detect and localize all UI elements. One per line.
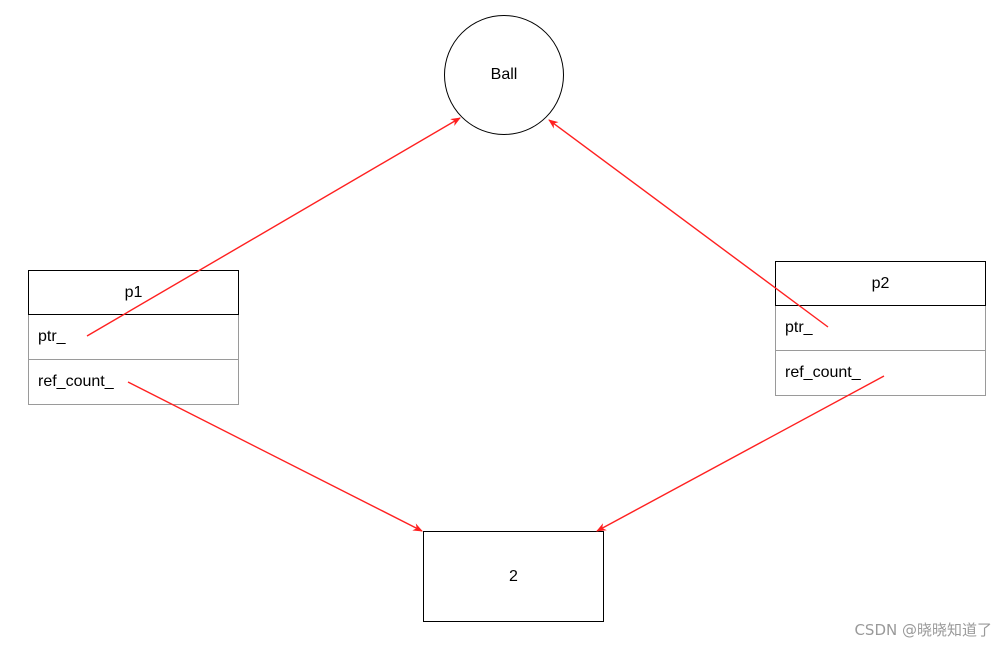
p2-struct: p2 ptr_ ref_count_ bbox=[775, 261, 986, 396]
p2-ref-count-label: ref_count_ bbox=[785, 364, 861, 381]
p1-ref-count-field: ref_count_ bbox=[28, 360, 239, 405]
ball-node: Ball bbox=[444, 15, 564, 135]
p1-struct: p1 ptr_ ref_count_ bbox=[28, 270, 239, 405]
p1-ptr-field: ptr_ bbox=[28, 315, 239, 360]
p1-header: p1 bbox=[28, 270, 239, 315]
arrow-p2-refcount-to-box bbox=[596, 375, 885, 532]
ref-count-box: 2 bbox=[423, 531, 604, 622]
p1-ptr-label: ptr_ bbox=[38, 328, 66, 345]
p1-title: p1 bbox=[124, 283, 143, 301]
p2-ref-count-field: ref_count_ bbox=[775, 351, 986, 396]
ref-count-value: 2 bbox=[509, 567, 518, 585]
p2-ptr-field: ptr_ bbox=[775, 306, 986, 351]
p2-title: p2 bbox=[871, 274, 890, 292]
csdn-watermark: CSDN @晓晓知道了 bbox=[854, 621, 992, 639]
p2-ptr-label: ptr_ bbox=[785, 319, 813, 336]
p1-ref-count-label: ref_count_ bbox=[38, 373, 114, 390]
ball-label: Ball bbox=[490, 66, 518, 83]
p2-header: p2 bbox=[775, 261, 986, 306]
